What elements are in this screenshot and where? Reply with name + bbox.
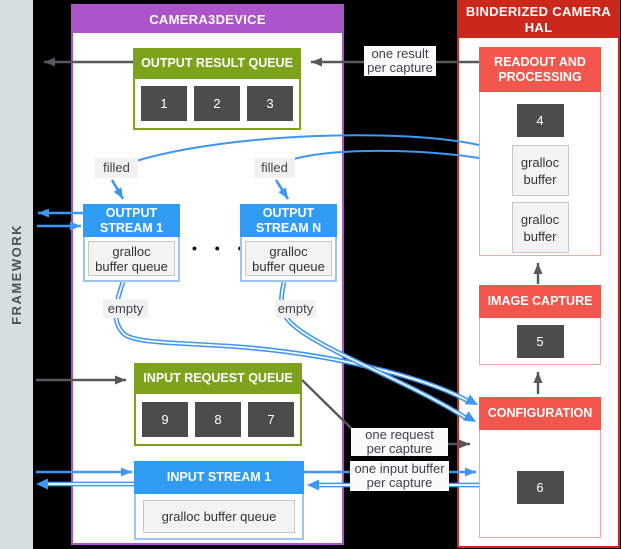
filled-label: filled [95,158,138,178]
result-cell: 1 [141,86,187,121]
output-streamN-body: gralloc buffer queue [240,237,337,282]
request-cell: 8 [195,401,241,437]
result-cell: 3 [247,86,293,121]
configuration-header: CONFIGURATION [479,397,601,430]
input-stream1-body: gralloc buffer queue [134,494,304,540]
output-result-queue-header: OUTPUT RESULT QUEUE [133,48,301,79]
gralloc-buffer-queue: gralloc buffer queue [88,241,175,276]
hal-title: BINDERIZED CAMERA HAL [459,2,618,38]
framework-panel: FRAMEWORK [0,0,33,549]
one-request-per-capture-label: one request per capture [351,428,448,456]
readout-processing-header: READOUT AND PROCESSING [479,47,601,92]
image-capture-body: 5 [479,318,601,365]
input-stream1-header: INPUT STREAM 1 [134,461,304,494]
output-stream1-body: gralloc buffer queue [83,237,180,282]
readout-cell: 4 [516,104,564,137]
gralloc-buffer-queue: gralloc buffer queue [143,499,295,533]
output-streamN-header: OUTPUT STREAM N [240,204,337,237]
output-stream1-header: OUTPUT STREAM 1 [83,204,180,237]
gralloc-buffer: gralloc buffer [511,202,569,253]
input-request-queue-header: INPUT REQUEST QUEUE [134,363,302,394]
empty-label: empty [103,299,148,318]
configuration-body: 6 [479,430,601,538]
one-input-buffer-per-capture-label: one input buffer per capture [350,461,449,491]
streams-ellipsis: • • • [192,240,250,256]
one-result-per-capture-label: one result per capture [364,46,436,76]
output-result-queue-body: 1 2 3 [133,79,301,130]
image-capture-header: IMAGE CAPTURE [479,285,601,318]
readout-processing-body: 4 gralloc buffer gralloc buffer [479,92,601,256]
result-cell: 2 [194,86,240,121]
empty-label: empty [275,300,316,318]
gralloc-buffer: gralloc buffer [511,145,569,196]
request-cell: 7 [248,401,294,437]
input-request-queue-body: 9 8 7 [134,394,302,446]
filled-label: filled [254,158,295,178]
capture-cell: 5 [516,325,564,358]
request-cell: 9 [142,401,188,437]
camera3device-title: CAMERA3DEVICE [73,6,342,33]
gralloc-buffer-queue: gralloc buffer queue [245,241,332,276]
configuration-cell: 6 [516,471,564,504]
framework-label: FRAMEWORK [9,224,24,325]
